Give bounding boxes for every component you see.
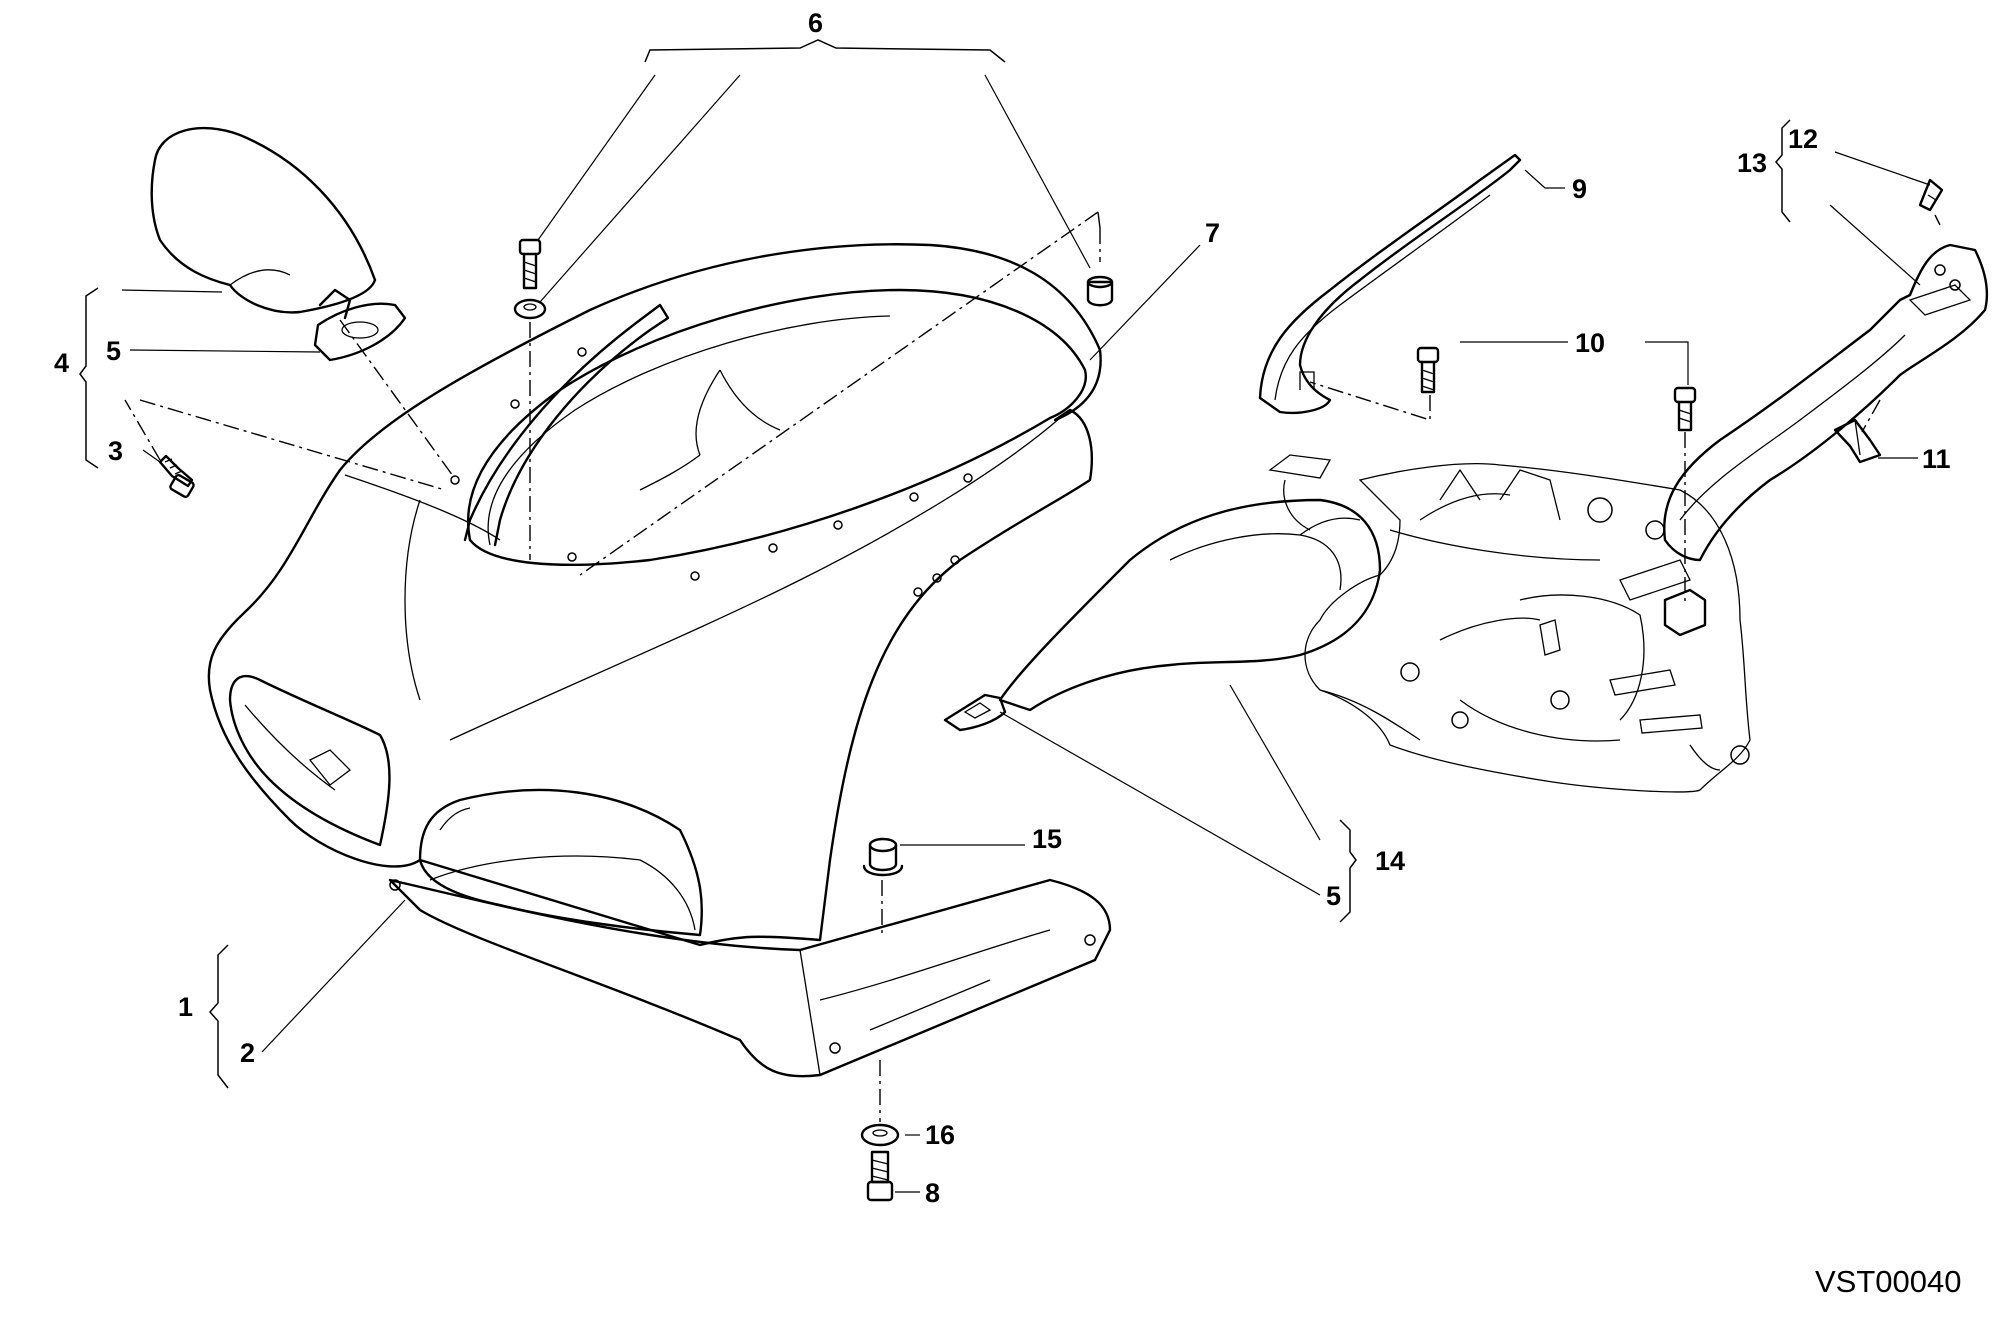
callout-4: 4 <box>54 348 69 378</box>
callout-16: 16 <box>925 1120 955 1150</box>
left-mirror-part <box>150 127 407 362</box>
inner-duct-right-part <box>1663 178 1989 637</box>
callout-2: 2 <box>240 1038 255 1068</box>
callout-7: 7 <box>1205 218 1220 248</box>
callout-6: 6 <box>808 8 823 38</box>
callout-9: 9 <box>1572 174 1587 204</box>
assembly-lines <box>124 211 1941 1122</box>
right-mirror-part <box>943 498 1382 732</box>
windscreen-part <box>639 369 781 491</box>
callout-13: 13 <box>1737 148 1767 178</box>
callout-12: 12 <box>1788 124 1818 154</box>
callout-1: 1 <box>178 992 193 1022</box>
leader-lines <box>121 74 1931 1193</box>
callout-11: 11 <box>1922 444 1951 474</box>
callout-14: 14 <box>1375 846 1405 876</box>
grouping-braces <box>79 39 1791 1089</box>
callout-5-left: 5 <box>106 336 121 366</box>
callout-8: 8 <box>925 1178 940 1208</box>
front-fairing-part <box>207 243 1112 1078</box>
fairing-bracket-plate <box>1268 454 1751 793</box>
inner-duct-left-part <box>1258 153 1522 414</box>
callout-15: 15 <box>1032 824 1062 854</box>
screws-10-part <box>1416 346 1697 432</box>
callout-5-right: 5 <box>1326 881 1341 911</box>
callout-3: 3 <box>108 436 123 466</box>
drawing-code: VST00040 <box>1815 1264 1962 1299</box>
callout-labels: 6 7 9 10 11 12 13 4 5 3 1 2 15 14 5 16 8 <box>54 8 1951 1208</box>
callout-10: 10 <box>1575 328 1605 358</box>
fastener-hardware <box>158 238 1114 1202</box>
